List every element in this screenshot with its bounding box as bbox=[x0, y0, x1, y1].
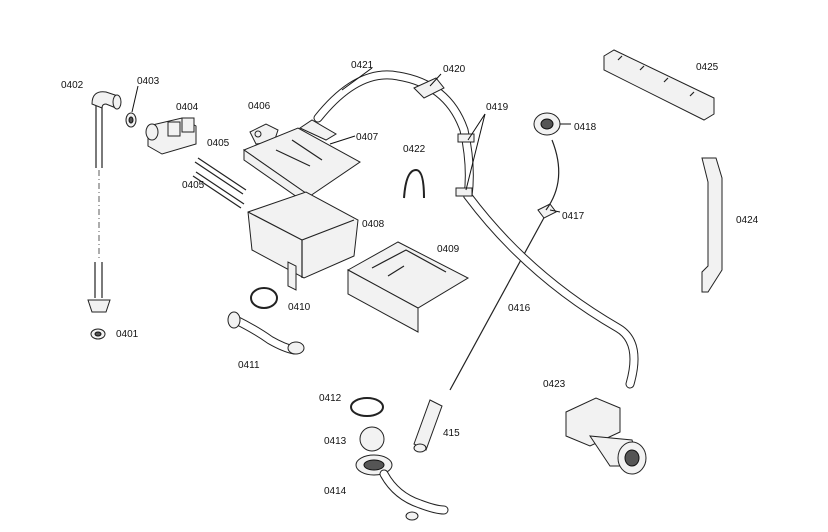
part-0403-washer bbox=[125, 112, 137, 128]
part-0417-clip bbox=[537, 203, 557, 219]
label-0403: 0403 bbox=[137, 76, 160, 87]
label-0416: 0416 bbox=[508, 303, 531, 314]
label-0422: 0422 bbox=[403, 144, 426, 155]
part-0412-clamp-ring bbox=[350, 397, 384, 417]
label-0421: 0421 bbox=[351, 60, 374, 71]
part-0425-top-rail bbox=[603, 49, 715, 121]
part-0402-inlet-hose bbox=[87, 91, 122, 313]
label-0405-top: 0405 bbox=[207, 138, 230, 149]
label-0419: 0419 bbox=[486, 102, 509, 113]
part-0405-rods bbox=[192, 157, 247, 209]
part-0414-sump-hose bbox=[355, 454, 449, 521]
label-0408: 0408 bbox=[362, 219, 385, 230]
part-0413-ball bbox=[359, 426, 385, 452]
part-0424-side-bracket bbox=[701, 157, 723, 293]
label-0420: 0420 bbox=[443, 64, 466, 75]
label-0413: 0413 bbox=[324, 436, 347, 447]
label-0425: 0425 bbox=[696, 62, 719, 73]
part-labels: 0401 0402 0403 0404 0405 0405 0406 0407 … bbox=[61, 60, 759, 497]
part-0416-pressure-tube bbox=[413, 213, 547, 453]
label-0404: 0404 bbox=[176, 102, 199, 113]
label-0405-bottom: 0405 bbox=[182, 180, 205, 191]
label-0411: 0411 bbox=[238, 360, 260, 371]
label-0418: 0418 bbox=[574, 122, 597, 133]
part-0423-drain-pump bbox=[565, 397, 647, 475]
label-0409: 0409 bbox=[437, 244, 460, 255]
part-0407-dispenser-cover bbox=[242, 119, 361, 207]
label-0414: 0414 bbox=[324, 486, 347, 497]
label-0424: 0424 bbox=[736, 215, 759, 226]
label-415: 415 bbox=[443, 428, 460, 439]
part-0411-bellows-hose bbox=[227, 311, 305, 355]
label-0402: 0402 bbox=[61, 80, 84, 91]
label-0410: 0410 bbox=[288, 302, 311, 313]
part-0420-hose-bracket bbox=[413, 77, 445, 99]
part-0418-pressure-switch bbox=[533, 112, 561, 211]
part-0404-inlet-valve bbox=[145, 117, 197, 155]
leader-lines bbox=[131, 67, 571, 213]
part-0409-detergent-drawer bbox=[346, 241, 470, 333]
label-0407: 0407 bbox=[356, 132, 379, 143]
part-0410-ring bbox=[250, 287, 278, 309]
label-0417: 0417 bbox=[562, 211, 585, 222]
part-0422-hose-clip bbox=[403, 168, 425, 199]
part-0401-nut bbox=[90, 328, 106, 340]
label-0423: 0423 bbox=[543, 379, 566, 390]
label-0412: 0412 bbox=[319, 393, 342, 404]
label-0406: 0406 bbox=[248, 101, 271, 112]
label-0401: 0401 bbox=[116, 329, 139, 340]
part-0408-dispenser-housing bbox=[247, 191, 359, 291]
